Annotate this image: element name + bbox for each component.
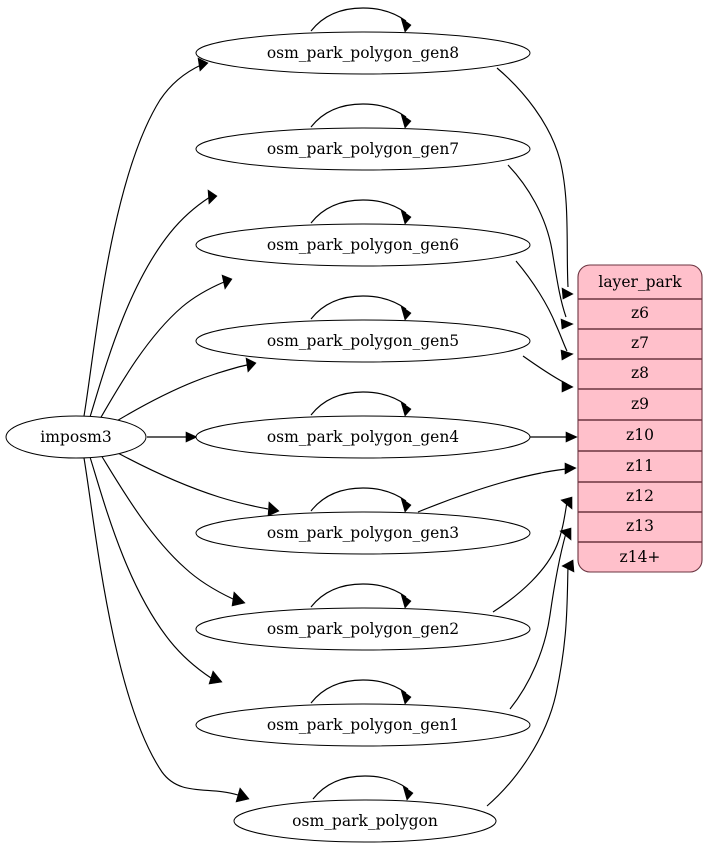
edge-imposm3-to-gen2 (100, 454, 246, 607)
edge-imposm3-to-gen1 (89, 456, 223, 685)
edge-gen8-to-z6 (496, 67, 574, 300)
node-gen7-shape[interactable] (195, 127, 531, 171)
edge-group-source-to-nodes (83, 57, 280, 803)
edge-base-to-z14 (486, 559, 575, 807)
edge-gen1-self-loop (310, 679, 412, 705)
table-header-label: layer_park (598, 273, 682, 291)
node-gen5[interactable]: osm_park_polygon_gen5 (195, 319, 531, 363)
node-base[interactable]: osm_park_polygon (233, 799, 497, 843)
node-gen1-shape[interactable] (195, 703, 531, 747)
node-gen3-label: osm_park_polygon_gen3 (267, 524, 459, 542)
table-layer-park[interactable]: layer_park z6 z7 z8 z9 z10 z11 z12 z13 z… (577, 264, 703, 573)
edge-gen1-to-z13 (509, 527, 572, 710)
node-imposm3-shape[interactable] (5, 415, 147, 459)
edge-imposm3-to-gen7 (89, 189, 218, 418)
edge-gen6-to-z8 (515, 260, 574, 361)
node-gen5-shape[interactable] (195, 319, 531, 363)
node-imposm3-label: imposm3 (40, 428, 111, 446)
edge-imposm3-to-base (83, 457, 250, 803)
node-gen2[interactable]: osm_park_polygon_gen2 (195, 607, 531, 651)
edge-imposm3-to-gen5 (114, 357, 257, 423)
edge-group-nodes-to-table (417, 67, 578, 807)
edge-group-self-loops (310, 7, 414, 801)
table-row-z8[interactable]: z8 (631, 364, 649, 382)
node-gen1-label: osm_park_polygon_gen1 (267, 716, 459, 734)
table-row-z10[interactable]: z10 (626, 426, 654, 444)
edge-gen2-self-loop (310, 583, 412, 609)
node-gen3-shape[interactable] (195, 511, 531, 555)
table-row-z14plus[interactable]: z14+ (620, 548, 661, 566)
table-row-z13[interactable]: z13 (626, 517, 654, 535)
node-gen8[interactable]: osm_park_polygon_gen8 (195, 31, 531, 75)
edge-gen8-self-loop (310, 7, 412, 33)
node-gen7[interactable]: osm_park_polygon_gen7 (195, 127, 531, 171)
edge-imposm3-to-gen6 (99, 274, 233, 420)
edge-imposm3-to-gen8 (83, 57, 209, 417)
edge-gen4-to-z10 (530, 431, 578, 443)
node-gen4[interactable]: osm_park_polygon_gen4 (195, 415, 531, 459)
edge-gen3-to-z11 (417, 462, 577, 513)
node-gen8-label: osm_park_polygon_gen8 (267, 44, 459, 62)
table-row-z9[interactable]: z9 (631, 395, 649, 413)
edge-gen5-to-z9 (522, 355, 574, 393)
edge-gen5-self-loop (310, 295, 412, 321)
table-body (577, 264, 703, 573)
table-row-z12[interactable]: z12 (626, 487, 654, 505)
edge-gen4-self-loop (310, 391, 412, 417)
node-gen1[interactable]: osm_park_polygon_gen1 (195, 703, 531, 747)
edge-imposm3-to-gen3 (115, 451, 280, 517)
table-row-z7[interactable]: z7 (631, 334, 649, 352)
node-base-label: osm_park_polygon (292, 812, 438, 830)
node-gen3[interactable]: osm_park_polygon_gen3 (195, 511, 531, 555)
edge-gen7-self-loop (310, 103, 412, 129)
node-gen2-label: osm_park_polygon_gen2 (267, 620, 459, 638)
node-gen4-label: osm_park_polygon_gen4 (267, 428, 459, 446)
edge-gen7-to-z7 (507, 164, 574, 330)
node-gen6[interactable]: osm_park_polygon_gen6 (195, 223, 531, 267)
table-row-z6[interactable]: z6 (631, 304, 649, 322)
node-imposm3[interactable]: imposm3 (5, 415, 147, 459)
node-gen7-label: osm_park_polygon_gen7 (267, 140, 459, 158)
node-base-shape[interactable] (233, 799, 497, 843)
node-gen5-label: osm_park_polygon_gen5 (267, 332, 459, 350)
node-gen6-shape[interactable] (195, 223, 531, 267)
edge-imposm3-to-gen4 (147, 431, 198, 443)
edge-gen6-self-loop (310, 199, 412, 225)
node-gen6-label: osm_park_polygon_gen6 (267, 236, 459, 254)
edge-gen3-self-loop (310, 487, 412, 513)
node-gen4-shape[interactable] (195, 415, 531, 459)
node-gen2-shape[interactable] (195, 607, 531, 651)
edge-gen2-to-z12 (492, 496, 573, 613)
table-row-z11[interactable]: z11 (626, 457, 654, 475)
node-gen8-shape[interactable] (195, 31, 531, 75)
edge-base-self-loop (312, 775, 414, 801)
